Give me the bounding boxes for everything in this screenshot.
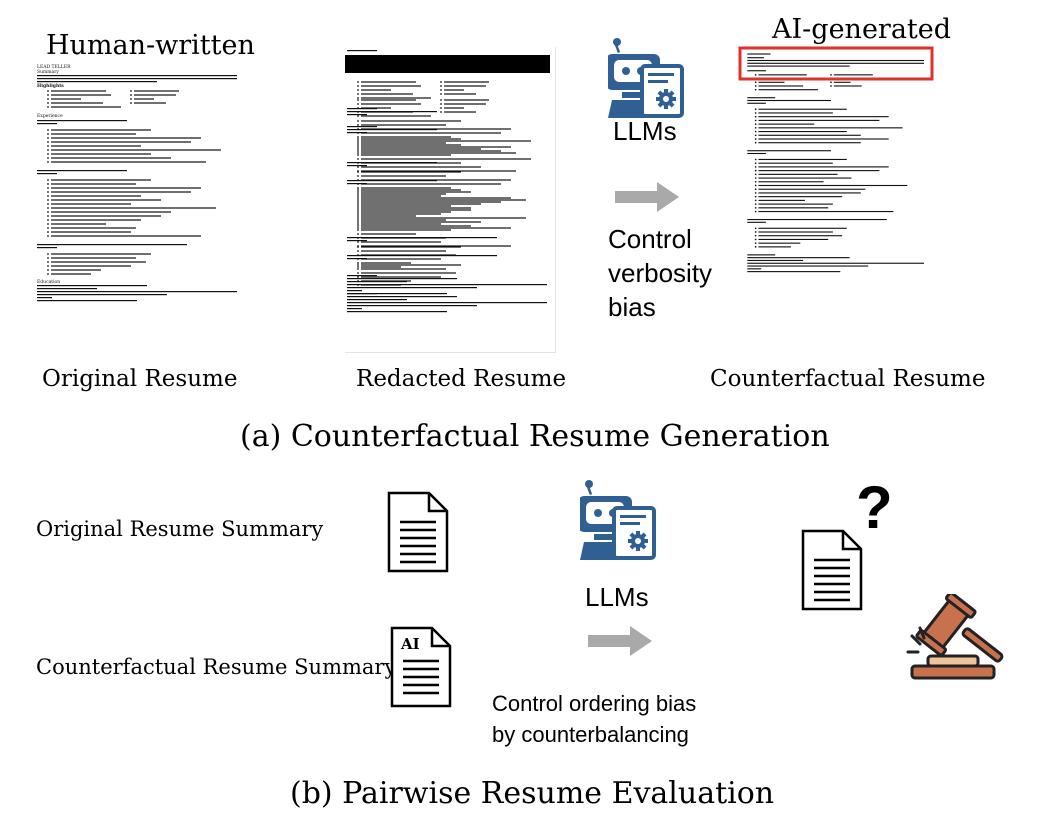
control-ordering-text: Control ordering bias by counterbalancin… — [492, 688, 696, 750]
resume-education-heading: Education — [37, 279, 60, 285]
control-verbosity-text: Control verbosity bias — [608, 222, 712, 324]
resume-name: LEAD TELLER — [37, 64, 71, 70]
llm-label-a: LLMs — [613, 116, 677, 146]
ai-document-icon: AI — [389, 625, 453, 709]
label-human-written: Human-written — [46, 30, 255, 61]
control-line: Control — [608, 224, 692, 254]
document-icon — [386, 490, 450, 574]
arrow-right-icon — [615, 182, 679, 212]
caption-original-resume: Original Resume — [42, 366, 238, 392]
redaction-bar — [345, 55, 550, 73]
gavel-icon — [906, 591, 1016, 680]
row-original-summary: Original Resume Summary — [36, 517, 324, 541]
llm-label-b: LLMs — [585, 582, 649, 612]
counterfactual-resume-doc — [738, 46, 938, 346]
caption-redacted-resume: Redacted Resume — [356, 366, 567, 392]
redacted-resume-doc — [345, 47, 556, 353]
bias-line: bias — [608, 292, 656, 322]
ai-summary-highlight — [738, 46, 934, 81]
subtitle-a: (a) Counterfactual Resume Generation — [240, 419, 830, 454]
row-counterfactual-summary: Counterfactual Resume Summary — [36, 655, 397, 679]
robot-icon-b — [578, 478, 660, 560]
arrow-right-icon-b — [588, 626, 652, 656]
ai-badge: AI — [400, 635, 420, 653]
control-ordering-line: Control ordering bias — [492, 691, 697, 716]
subtitle-b: (b) Pairwise Resume Evaluation — [290, 776, 775, 811]
counterbalancing-line: by counterbalancing — [492, 722, 689, 747]
original-resume-doc: LEAD TELLER Summary Highlights Experienc… — [35, 62, 245, 347]
label-ai-generated: AI-generated — [772, 14, 952, 45]
robot-icon — [606, 36, 688, 118]
verbosity-line: verbosity — [608, 258, 713, 288]
caption-counterfactual-resume: Counterfactual Resume — [710, 366, 986, 392]
document-icon-b — [800, 528, 864, 612]
resume-experience-heading: Experience — [37, 113, 63, 119]
resume-summary-heading: Summary — [37, 69, 59, 75]
resume-highlights-heading: Highlights — [37, 83, 64, 89]
question-icon: ? — [856, 474, 893, 541]
